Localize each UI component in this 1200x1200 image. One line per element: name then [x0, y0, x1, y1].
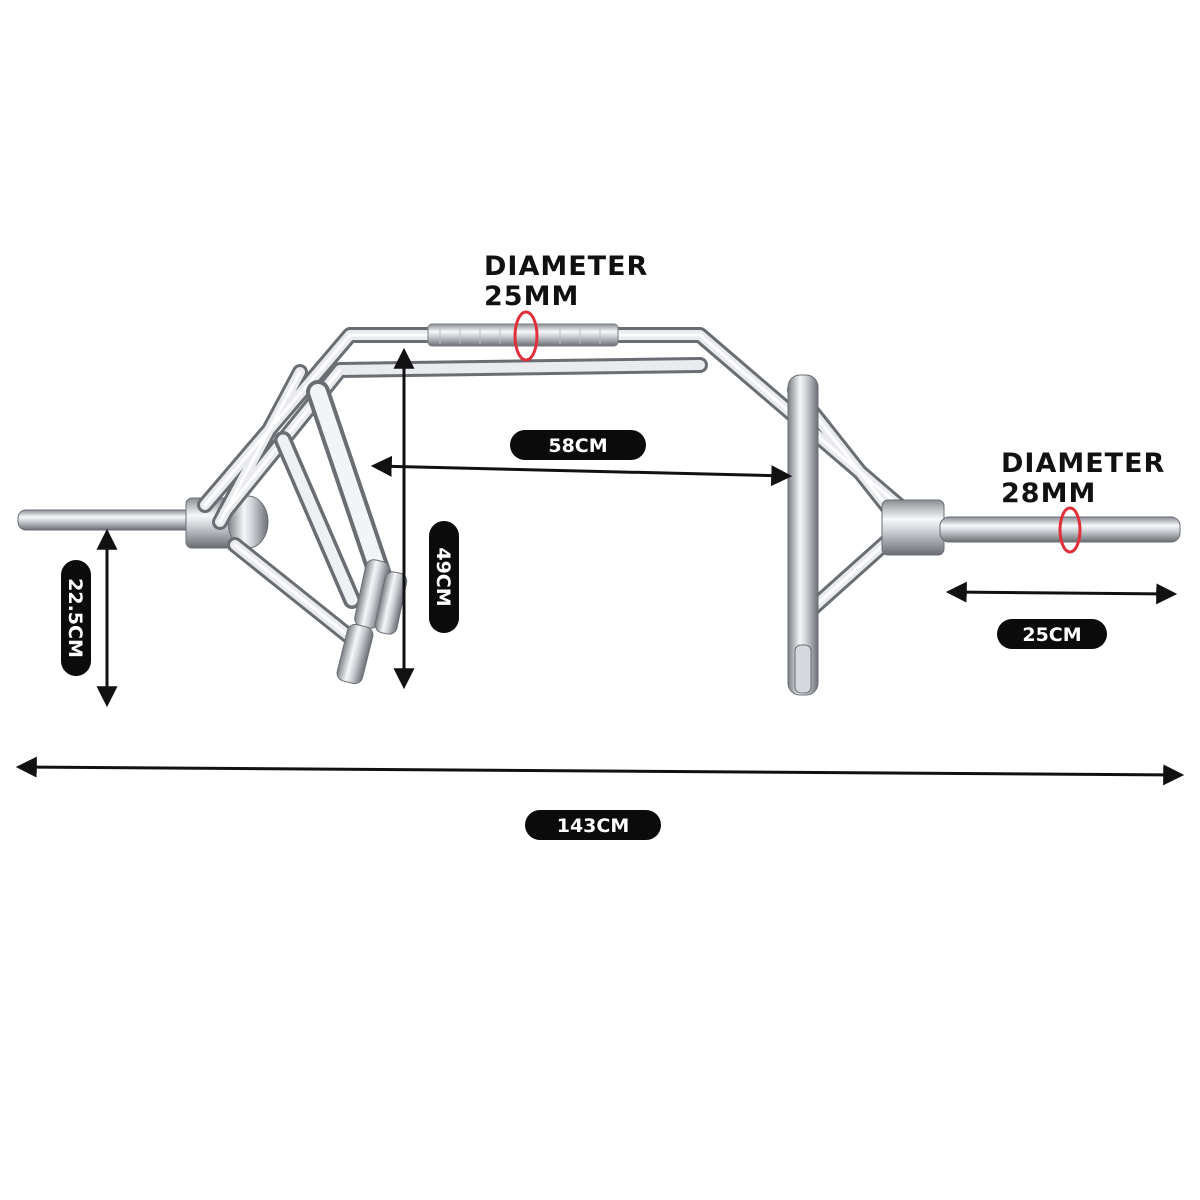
handle-height-label: 22.5CM: [64, 578, 86, 658]
sleeve-length-arrow: [945, 581, 1178, 605]
sleeve-length-pill: 25CM: [997, 619, 1107, 649]
sleeve-length-label: 25CM: [1022, 624, 1081, 646]
right-collar: [881, 499, 945, 556]
top-grip-knurl: [427, 323, 619, 347]
frame-height-pill: 49CM: [429, 521, 459, 633]
overall-length-arrow: [15, 756, 1185, 786]
inner-width-label: 58CM: [548, 435, 607, 457]
right-handle: [787, 374, 819, 696]
left-sleeve: [17, 509, 194, 531]
handle-diameter-label-line2: 25MM: [484, 281, 579, 312]
overall-length-pill: 143CM: [525, 810, 661, 840]
hex-bar-illustration: [17, 323, 1181, 696]
sleeve-diameter-label-line2: 28MM: [1001, 478, 1096, 509]
sleeve-diameter-label-line1: DIAMETER: [1001, 448, 1165, 479]
inner-width-arrow: [370, 455, 793, 487]
inner-width-pill: 58CM: [510, 430, 646, 460]
sleeve-diameter-ring: [1058, 506, 1082, 554]
left-foot-3: [336, 623, 374, 685]
handle-diameter-label-line1: DIAMETER: [484, 251, 648, 282]
handle-height-pill: 22.5CM: [61, 560, 91, 676]
frame-height-label: 49CM: [432, 547, 454, 606]
handle-diameter-ring: [513, 310, 539, 362]
overall-length-label: 143CM: [557, 815, 630, 837]
